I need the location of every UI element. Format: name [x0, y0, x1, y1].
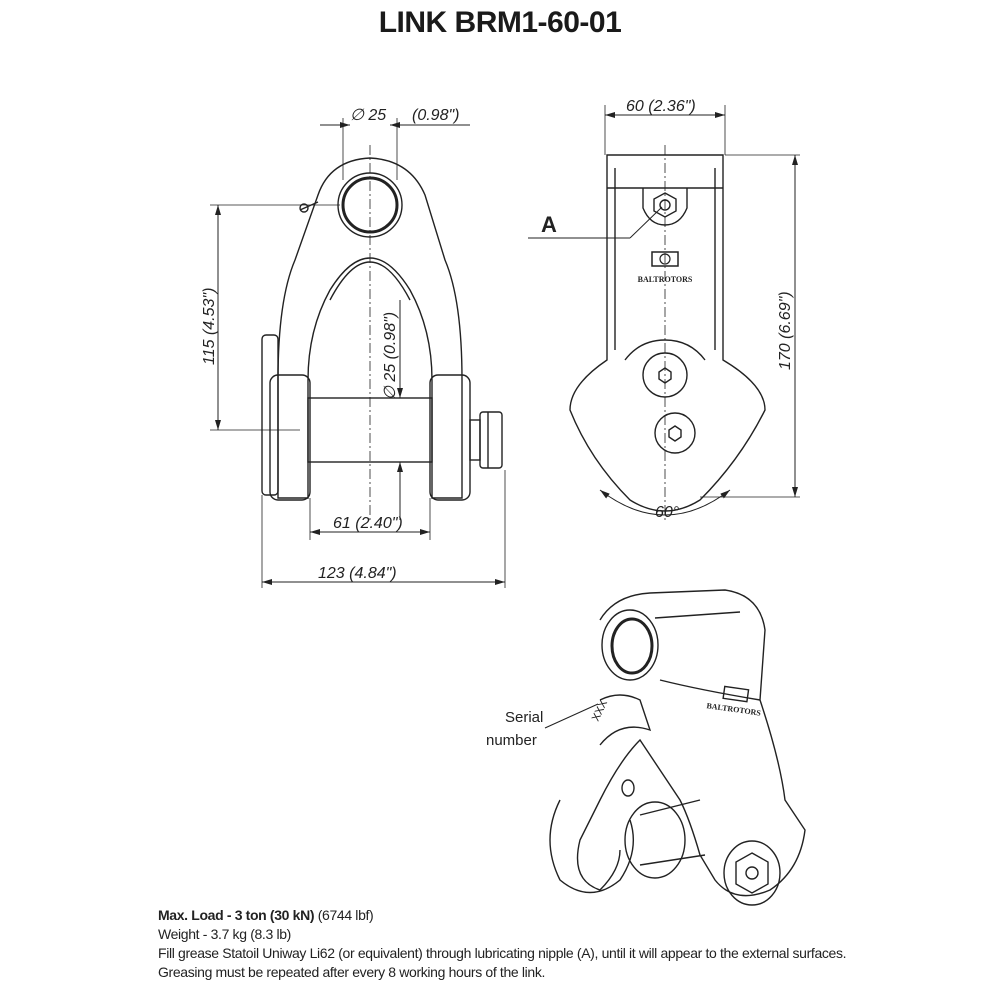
greasing-interval: Greasing must be repeated after every 8 … — [158, 964, 546, 980]
angle-dimension: 60° — [655, 504, 680, 521]
serial-mark: XXX — [590, 698, 610, 724]
side-height-dimension: 170 (6.69") — [777, 291, 794, 370]
weight-line: Weight - 3.7 kg (8.3 lb) — [158, 926, 291, 942]
inner-width-dimension: 61 (2.40") — [333, 515, 403, 532]
pin-diameter-dimension: ∅ 25 (0.98") — [382, 312, 399, 400]
bore-dimension: ∅ 25 — [350, 107, 386, 124]
front-view — [210, 118, 506, 588]
iso-logo-text: BALTROTORS — [706, 701, 762, 718]
max-load: Max. Load - 3 ton (30 kN) — [158, 907, 315, 923]
side-view — [528, 105, 800, 520]
isometric-view — [544, 589, 806, 906]
logo-text: BALTROTORS — [638, 275, 693, 284]
notes-block: Max. Load - 3 ton (30 kN) (6744 lbf) Wei… — [158, 906, 847, 982]
nut — [479, 411, 503, 469]
drawing-title: LINK BRM1-60-01 — [378, 6, 622, 39]
iso-baltrotors-logo: BALTROTORS — [706, 685, 762, 718]
height-dimension: 115 (4.53") — [201, 288, 218, 365]
grease-instruction: Fill grease Statoil Uniway Li62 (or equi… — [158, 945, 847, 961]
overall-width-dimension: 123 (4.84") — [318, 565, 397, 582]
baltrotors-logo: BALTROTORS — [638, 251, 693, 284]
max-load-lbf: (6744 lbf) — [314, 907, 374, 923]
max-load-line: Max. Load - 3 ton (30 kN) (6744 lbf) — [158, 906, 846, 925]
nut — [735, 852, 769, 894]
serial-label-line2: number — [486, 732, 537, 749]
serial-label-line1: Serial — [505, 709, 543, 726]
side-width-dimension: 60 (2.36") — [626, 98, 696, 115]
bore-dimension-inch: (0.98") — [412, 107, 459, 124]
nipple-label: A — [541, 212, 557, 237]
